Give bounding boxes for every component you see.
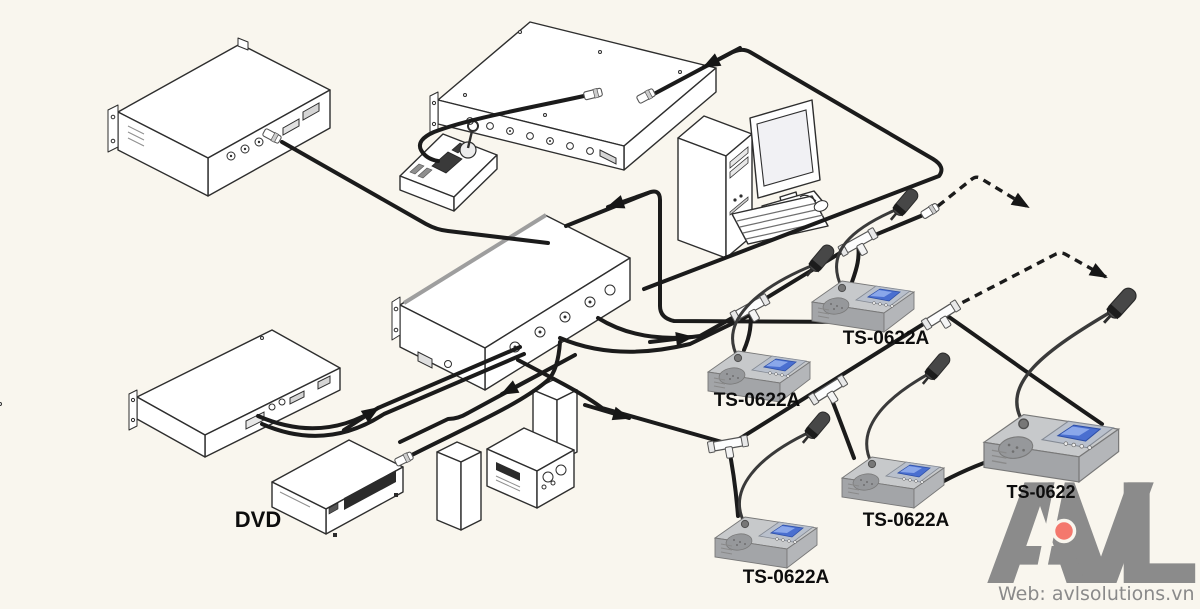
logo-red-dot-icon <box>1051 518 1077 544</box>
label-chairman: TS-0622 <box>1006 482 1075 502</box>
rack-ear-icon <box>391 296 401 341</box>
dvd-player <box>271 439 404 537</box>
keypad-joystick-base <box>459 141 477 159</box>
cable-dvd <box>396 340 562 464</box>
pc-mouse <box>813 200 829 212</box>
logo-slash <box>1032 469 1067 595</box>
microphone-capsule-icon <box>1097 283 1141 330</box>
computer-workstation <box>677 99 829 259</box>
logo-letter-l: L <box>1111 455 1199 609</box>
label-delegate-b: TS-0622A <box>714 390 801 411</box>
rack-ear-icon <box>429 91 439 135</box>
label-delegate-c: TS-0622A <box>863 510 950 531</box>
cable-chain1 <box>596 211 930 340</box>
cable-harness <box>256 46 1108 518</box>
plug-chain1-end <box>919 201 941 221</box>
chairman-unit <box>983 283 1141 483</box>
watermark-website: Web: avlsolutions.vn <box>998 583 1195 605</box>
mini-amplifier <box>486 427 575 509</box>
rack-unit-top-left <box>107 37 331 197</box>
delegate-unit-c <box>841 349 954 509</box>
pc-keyboard <box>731 195 829 245</box>
label-delegate-a: TS-0622A <box>843 328 930 349</box>
dvd-front-display <box>344 470 396 510</box>
dashed-continuation-1 <box>936 175 1030 209</box>
rack-ear-icon <box>107 104 119 153</box>
central-controller-unit <box>391 213 631 391</box>
delegate-unit-d <box>714 408 834 569</box>
speaker-left <box>436 441 482 531</box>
label-dvd: DVD <box>235 507 281 532</box>
cable-keypad-loop <box>417 92 595 163</box>
dashed-continuation-2 <box>949 251 1108 311</box>
microphone-capsule-icon <box>916 349 954 390</box>
delegate-unit-a <box>811 185 922 333</box>
cable-amp-feed <box>398 353 577 444</box>
cable-topleft-to-central <box>280 140 550 245</box>
rack-ear-icon <box>128 389 138 431</box>
rack-unit-left-middle <box>0 329 341 458</box>
keypad-numpad <box>431 151 463 174</box>
label-delegate-d: TS-0622A <box>743 567 830 588</box>
delegate-unit-b <box>707 241 838 403</box>
plug-dvd <box>393 450 415 468</box>
microphone-capsule-icon <box>800 241 838 282</box>
control-keypad <box>399 120 498 212</box>
cable-computer-loop <box>564 189 862 324</box>
microphone-capsule-icon <box>796 408 834 449</box>
